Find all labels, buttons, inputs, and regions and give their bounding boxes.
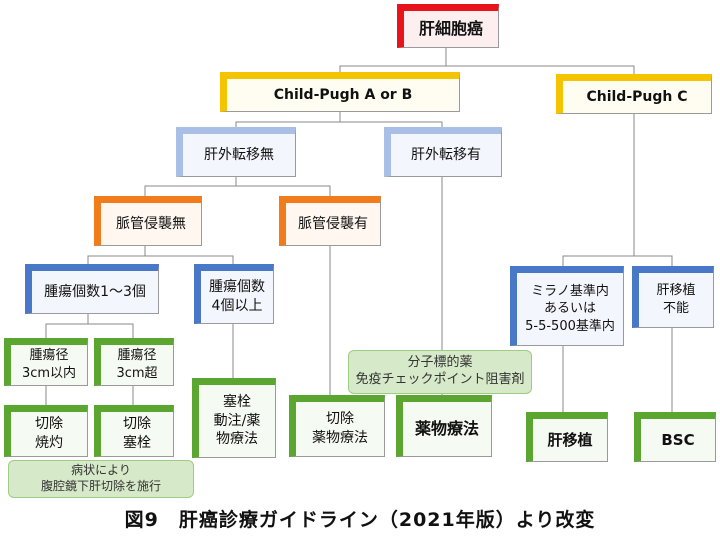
note-drug-types-line-2: 免疫チェックポイント阻害剤 bbox=[355, 372, 525, 387]
node-treatment-resection-embolization-line-1: 切除 bbox=[123, 416, 151, 433]
node-treatment-resection-embolization-line-2: 塞栓 bbox=[123, 435, 151, 451]
node-treatment-drug-therapy: 薬物療法 bbox=[396, 395, 492, 457]
node-child-pugh-ab: Child-Pugh A or B bbox=[220, 72, 460, 112]
node-tumor-count-1-3: 腫瘍個数1～3個 bbox=[25, 264, 159, 314]
node-tumor-size-gt-3cm-line-2: 3cm超 bbox=[116, 366, 158, 381]
node-treatment-bsc-label: BSC bbox=[661, 430, 695, 449]
node-extrahepatic-metastasis-label: 肝外転移有 bbox=[411, 146, 481, 163]
figure-caption: 図9 肝癌診療ガイドライン（2021年版）より改変 bbox=[124, 509, 596, 531]
node-tumor-count-4-plus-line-1: 腫瘍個数 bbox=[209, 279, 265, 296]
node-treatment-liver-transplant: 肝移植 bbox=[526, 412, 608, 462]
note-laparoscopic-resection-line-1: 病状により bbox=[71, 463, 131, 478]
node-treatment-resection-ablation: 切除 焼灼 bbox=[4, 405, 88, 457]
node-treatment-resection-ablation-line-2: 焼灼 bbox=[35, 435, 63, 451]
node-treatment-resection-drug-line-1: 切除 bbox=[326, 411, 354, 428]
note-laparoscopic-resection: 病状により 腹腔鏡下肝切除を施行 bbox=[8, 460, 194, 498]
node-extrahepatic-metastasis: 肝外転移有 bbox=[384, 127, 502, 177]
node-no-vascular-invasion-label: 脈管侵襲無 bbox=[116, 215, 186, 232]
node-child-pugh-c: Child-Pugh C bbox=[556, 74, 712, 114]
node-treatment-resection-embolization: 切除 塞栓 bbox=[94, 405, 174, 457]
note-laparoscopic-resection-line-2: 腹腔鏡下肝切除を施行 bbox=[40, 479, 161, 493]
node-treatment-resection-drug: 切除 薬物療法 bbox=[289, 395, 385, 457]
node-tumor-count-4-plus: 腫瘍個数 4個以上 bbox=[194, 264, 274, 324]
node-treatment-tace-chemo-line-1: 塞栓 bbox=[223, 393, 251, 410]
node-treatment-resection-drug-line-2: 薬物療法 bbox=[312, 430, 368, 446]
node-tumor-size-le-3cm: 腫瘍径 3cm以内 bbox=[4, 338, 88, 386]
node-tumor-size-gt-3cm: 腫瘍径 3cm超 bbox=[94, 338, 174, 386]
node-child-pugh-c-label: Child-Pugh C bbox=[586, 88, 688, 105]
node-treatment-tace-chemo-line-3: 物療法 bbox=[216, 431, 258, 448]
node-tumor-size-gt-3cm-line-1: 腫瘍径 bbox=[117, 348, 157, 364]
node-tumor-count-1-3-label: 腫瘍個数1～3個 bbox=[44, 283, 146, 300]
note-drug-types: 分子標的薬 免疫チェックポイント阻害剤 bbox=[348, 350, 532, 394]
node-milan-criteria-line-1: ミラノ基準内 bbox=[531, 283, 609, 299]
node-treatment-bsc: BSC bbox=[634, 412, 716, 462]
node-hcc-label: 肝細胞癌 bbox=[418, 19, 483, 39]
node-milan-criteria: ミラノ基準内 あるいは 5-5-500基準内 bbox=[510, 266, 624, 346]
node-transplant-not-possible-line-2: 不能 bbox=[662, 301, 689, 316]
node-no-extrahepatic-metastasis: 肝外転移無 bbox=[176, 127, 296, 177]
node-milan-criteria-line-2: あるいは bbox=[543, 301, 596, 317]
node-treatment-liver-transplant-label: 肝移植 bbox=[547, 430, 593, 449]
node-transplant-not-possible: 肝移植 不能 bbox=[632, 266, 714, 328]
node-tumor-size-le-3cm-line-1: 腫瘍径 bbox=[29, 348, 69, 364]
node-vascular-invasion-label: 脈管侵襲有 bbox=[298, 215, 368, 232]
node-no-extrahepatic-metastasis-label: 肝外転移無 bbox=[204, 146, 274, 163]
node-treatment-tace-chemo: 塞栓 動注/薬 物療法 bbox=[192, 378, 276, 458]
node-hcc: 肝細胞癌 bbox=[397, 4, 499, 48]
node-vascular-invasion: 脈管侵襲有 bbox=[279, 196, 381, 246]
node-treatment-tace-chemo-line-2: 動注/薬 bbox=[213, 412, 261, 429]
node-treatment-resection-ablation-line-1: 切除 bbox=[35, 416, 63, 433]
node-no-vascular-invasion: 脈管侵襲無 bbox=[94, 196, 202, 246]
node-treatment-drug-therapy-label: 薬物療法 bbox=[414, 419, 479, 439]
node-transplant-not-possible-line-1: 肝移植 bbox=[656, 283, 696, 299]
note-drug-types-line-1: 分子標的薬 bbox=[407, 355, 473, 371]
node-tumor-size-le-3cm-line-2: 3cm以内 bbox=[21, 366, 77, 381]
node-milan-criteria-line-3: 5-5-500基準内 bbox=[525, 318, 615, 334]
node-child-pugh-ab-label: Child-Pugh A or B bbox=[273, 86, 413, 103]
node-tumor-count-4-plus-line-2: 4個以上 bbox=[211, 298, 263, 314]
